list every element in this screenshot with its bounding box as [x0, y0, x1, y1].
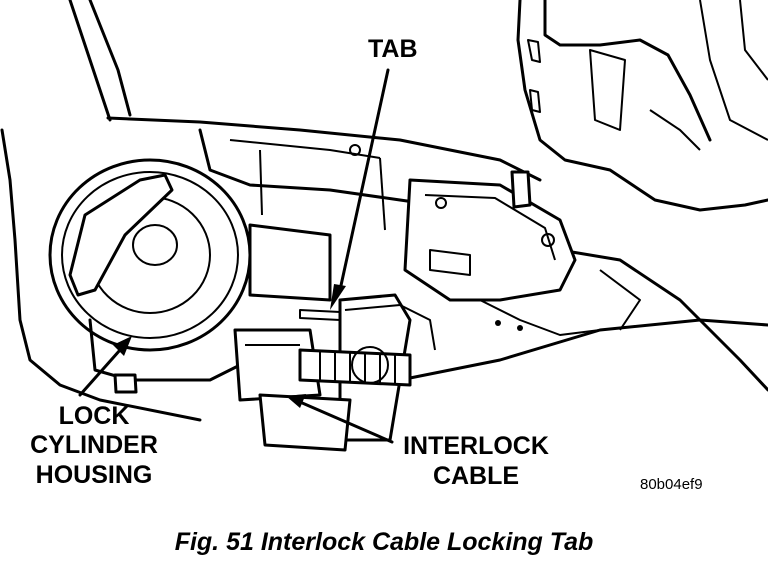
lock-arrowhead [113, 336, 132, 356]
lock-label-line1: LOCK [59, 402, 130, 430]
interlock-leader [298, 400, 394, 444]
lock-label-line2: CYLINDER [30, 431, 158, 459]
interlock-label-line1: INTERLOCK [403, 432, 549, 460]
lock-leader [78, 348, 122, 397]
image-code: 80b04ef9 [640, 476, 703, 493]
lock-label-line3: HOUSING [36, 461, 153, 489]
upper-bracket [516, 0, 768, 212]
interlock-arrowhead [286, 394, 306, 408]
tab-arrowhead [330, 284, 346, 310]
interlock-cable-assembly [233, 223, 436, 452]
lock-cylinder-housing [48, 158, 252, 394]
interlock-label-line2: CABLE [433, 462, 519, 490]
leader-arrows [78, 68, 394, 444]
tab-label: TAB [368, 35, 418, 63]
figure-caption: Fig. 51 Interlock Cable Locking Tab [175, 528, 594, 556]
column-mechanism [198, 128, 641, 336]
tab-leader [338, 68, 390, 292]
